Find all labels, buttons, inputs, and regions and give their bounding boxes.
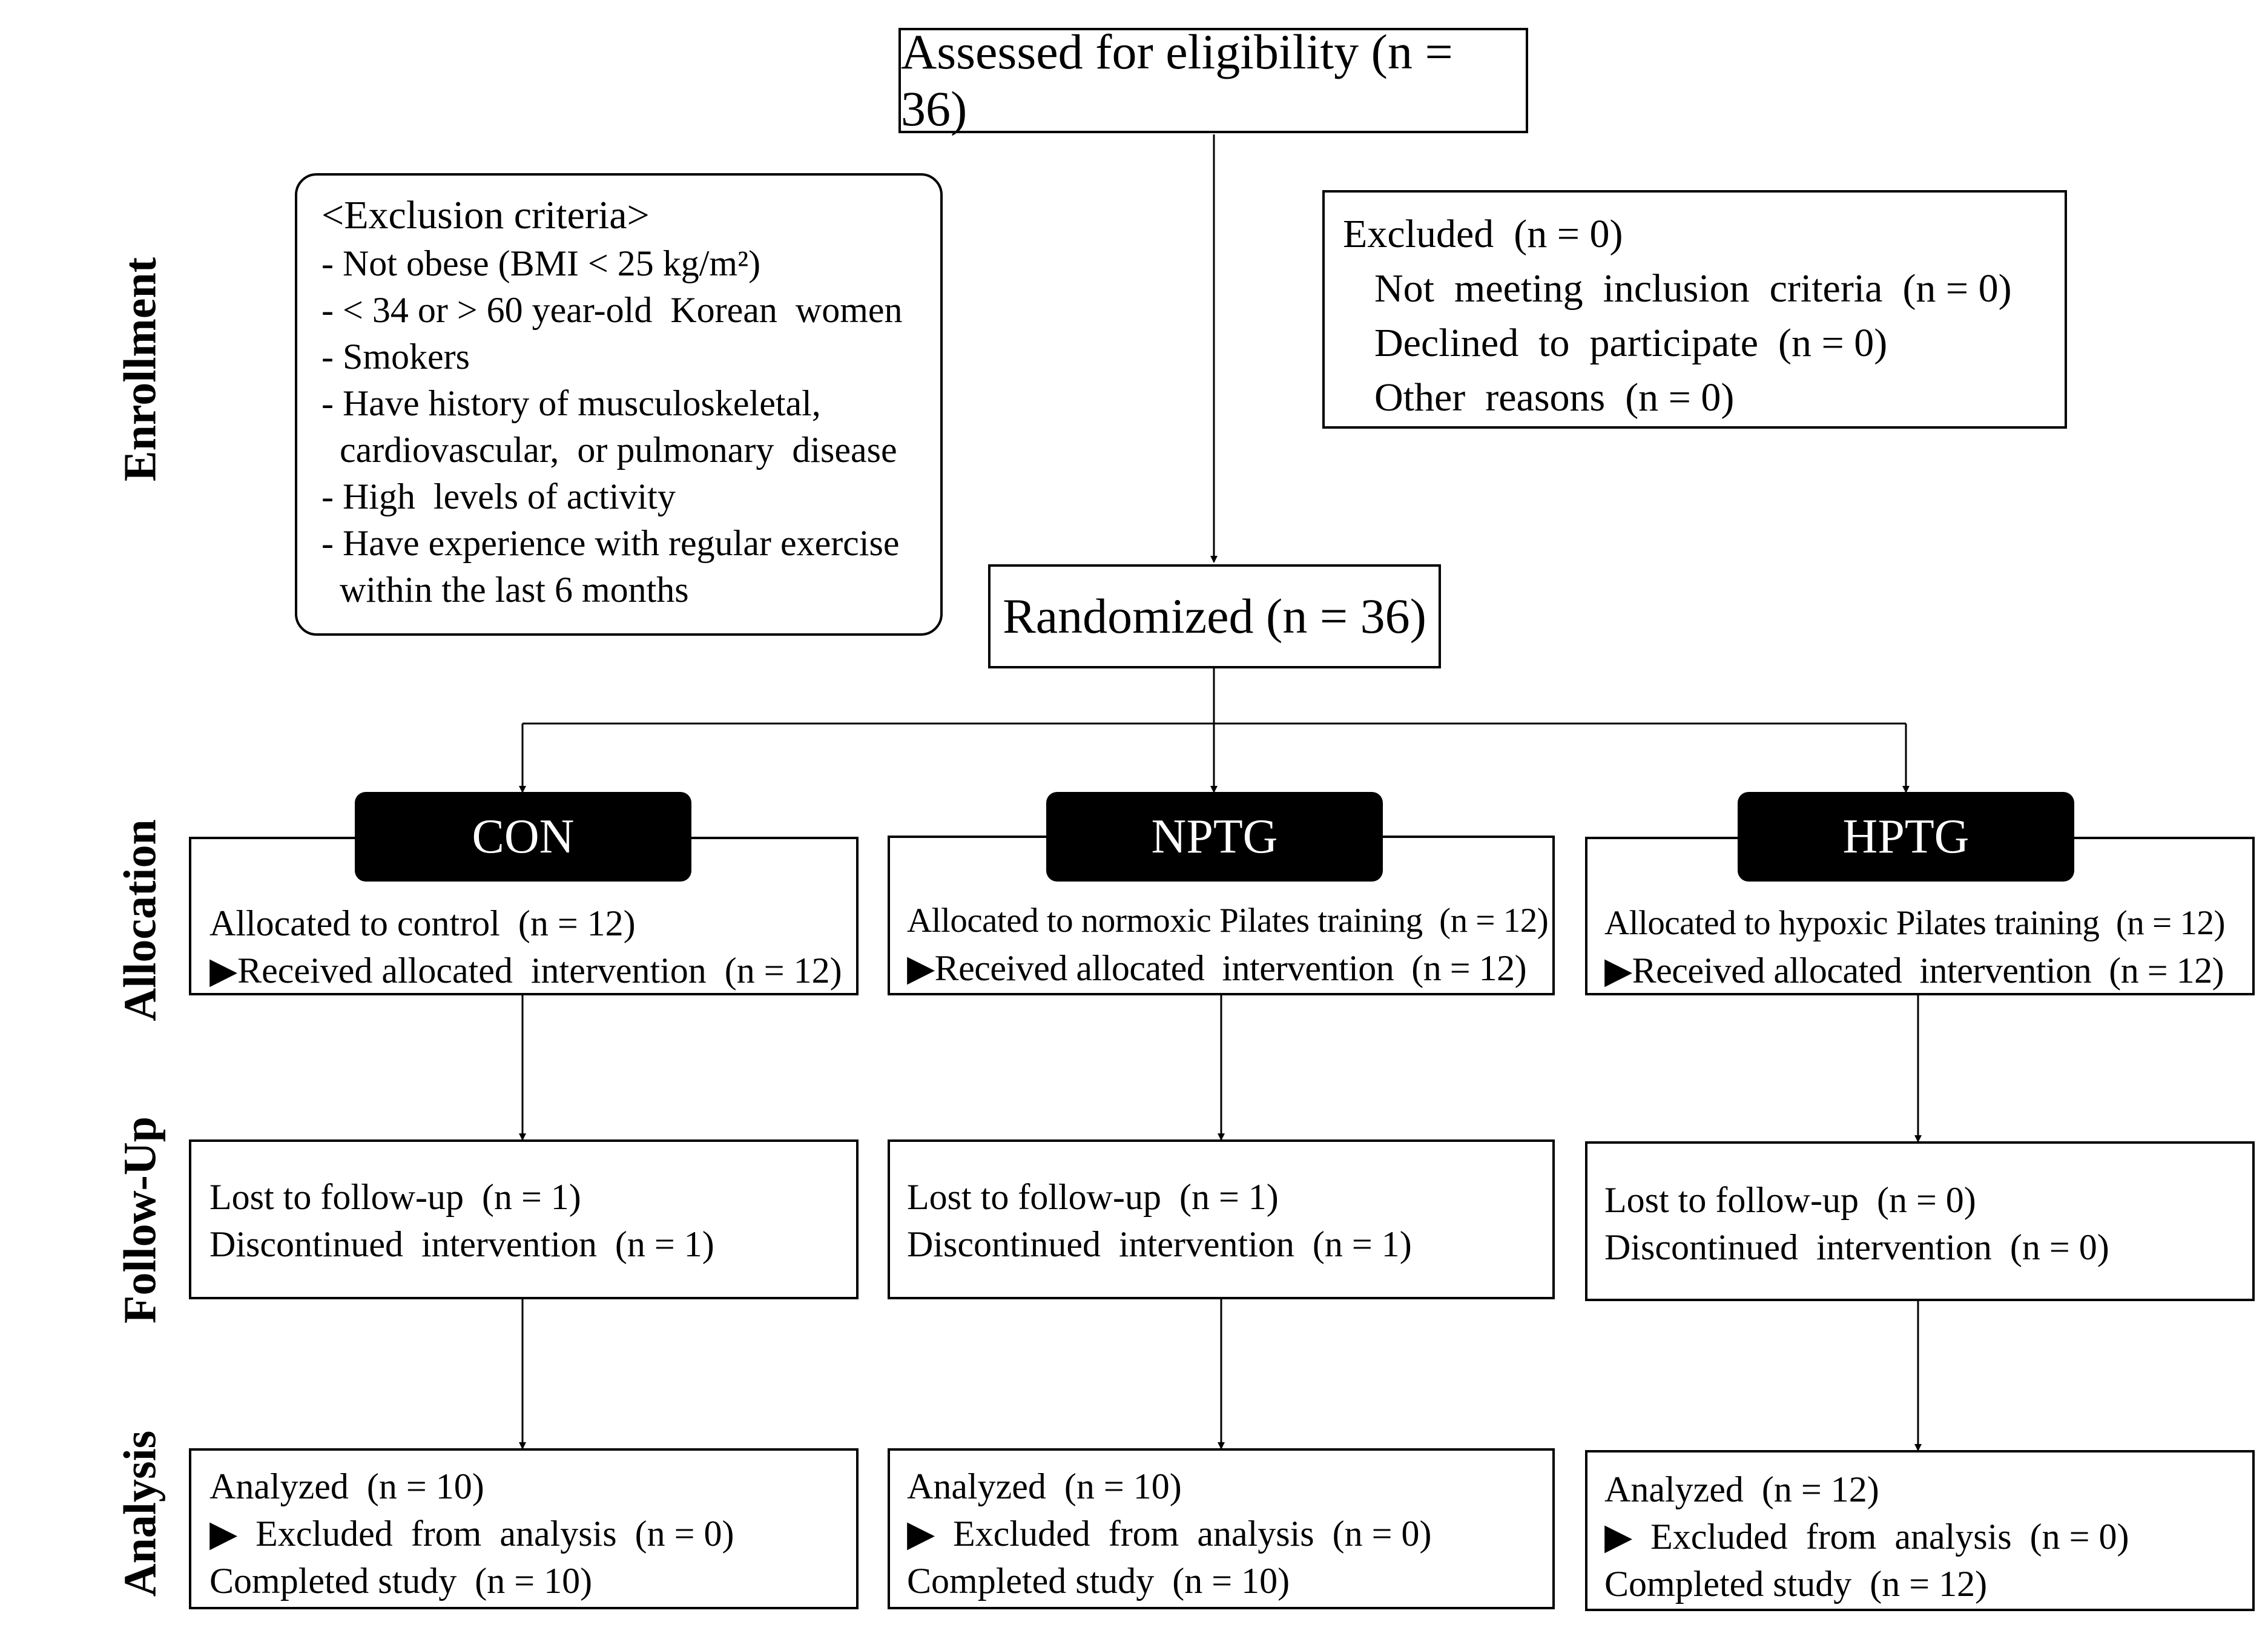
con-analysis-box: Analyzed (n = 10) ▶ Excluded from analys… bbox=[189, 1448, 859, 1609]
randomized-label: Randomized (n = 36) bbox=[1003, 589, 1426, 644]
exclusion-criteria-box: <Exclusion criteria> - Not obese (BMI < … bbox=[295, 173, 943, 636]
phase-label-follow-up: Follow-Up bbox=[114, 1116, 166, 1324]
phase-label-enrollment: Enrollment bbox=[114, 257, 166, 482]
exclusion-item: - Have experience with regular exercise bbox=[321, 523, 900, 564]
analysis-line: ▶ Excluded from analysis (n = 0) bbox=[907, 1514, 1432, 1554]
excluded-title: Excluded (n = 0) bbox=[1343, 212, 1623, 256]
exclusion-item: - Smokers bbox=[321, 337, 470, 377]
analysis-line: Analyzed (n = 12) bbox=[1604, 1469, 1879, 1509]
excluded-item: Not meeting inclusion criteria (n = 0) bbox=[1374, 266, 2012, 311]
exclusion-item: - Have history of musculoskeletal, bbox=[321, 383, 821, 424]
hptg-analysis-box: Analyzed (n = 12) ▶ Excluded from analys… bbox=[1585, 1450, 2255, 1611]
exclusion-item: cardiovascular, or pulmonary disease bbox=[321, 430, 897, 470]
excluded-box: Excluded (n = 0) Not meeting inclusion c… bbox=[1322, 190, 2067, 429]
randomized-box: Randomized (n = 36) bbox=[988, 564, 1441, 668]
allocation-line: Allocated to hypoxic Pilates training (n… bbox=[1604, 904, 2225, 942]
hptg-follow-up-box: Lost to follow-up (n = 0) Discontinued i… bbox=[1585, 1141, 2255, 1301]
analysis-line: Completed study (n = 10) bbox=[209, 1561, 593, 1601]
nptg-follow-up-box: Lost to follow-up (n = 1) Discontinued i… bbox=[888, 1139, 1555, 1299]
analysis-line: Completed study (n = 12) bbox=[1604, 1564, 1988, 1604]
follow-up-line: Lost to follow-up (n = 0) bbox=[1604, 1180, 1976, 1220]
group-header-hptg: HPTG bbox=[1738, 792, 2074, 882]
group-header-nptg: NPTG bbox=[1046, 792, 1383, 882]
follow-up-line: Lost to follow-up (n = 1) bbox=[907, 1177, 1279, 1217]
allocation-line: Allocated to normoxic Pilates training (… bbox=[907, 902, 1549, 940]
exclusion-item: - High levels of activity bbox=[321, 476, 676, 517]
phase-label-allocation: Allocation bbox=[114, 819, 166, 1021]
analysis-line: Analyzed (n = 10) bbox=[209, 1466, 484, 1506]
allocation-line: Allocated to control (n = 12) bbox=[209, 903, 636, 943]
excluded-item: Declined to participate (n = 0) bbox=[1374, 321, 1888, 365]
con-follow-up-box: Lost to follow-up (n = 1) Discontinued i… bbox=[189, 1139, 859, 1299]
allocation-line: ▶Received allocated intervention (n = 12… bbox=[907, 948, 1527, 988]
assessed-box: Assessed for eligibility (n = 36) bbox=[898, 24, 1528, 136]
allocation-line: ▶Received allocated intervention (n = 12… bbox=[1604, 951, 2224, 991]
exclusion-item: - < 34 or > 60 year-old Korean women bbox=[321, 290, 903, 331]
group-header-con: CON bbox=[355, 792, 691, 882]
analysis-line: ▶ Excluded from analysis (n = 0) bbox=[1604, 1517, 2129, 1557]
follow-up-line: Lost to follow-up (n = 1) bbox=[209, 1177, 581, 1217]
exclusion-criteria-title: <Exclusion criteria> bbox=[321, 193, 650, 237]
follow-up-line: Discontinued intervention (n = 0) bbox=[1604, 1227, 2109, 1267]
phase-label-analysis: Analysis bbox=[114, 1430, 166, 1597]
hptg-allocation-box: Allocated to hypoxic Pilates training (n… bbox=[1585, 837, 2255, 995]
analysis-line: Completed study (n = 10) bbox=[907, 1561, 1290, 1601]
analysis-line: Analyzed (n = 10) bbox=[907, 1466, 1182, 1506]
excluded-item: Other reasons (n = 0) bbox=[1374, 375, 1735, 420]
follow-up-line: Discontinued intervention (n = 1) bbox=[907, 1224, 1412, 1264]
assessed-label: Assessed for eligibility (n = 36) bbox=[901, 24, 1453, 136]
follow-up-line: Discontinued intervention (n = 1) bbox=[209, 1224, 714, 1264]
exclusion-item: within the last 6 months bbox=[321, 570, 689, 610]
nptg-analysis-box: Analyzed (n = 10) ▶ Excluded from analys… bbox=[888, 1448, 1555, 1609]
exclusion-item: - Not obese (BMI < 25 kg/m²) bbox=[321, 243, 761, 284]
allocation-line: ▶Received allocated intervention (n = 12… bbox=[209, 951, 842, 991]
analysis-line: ▶ Excluded from analysis (n = 0) bbox=[209, 1514, 734, 1554]
